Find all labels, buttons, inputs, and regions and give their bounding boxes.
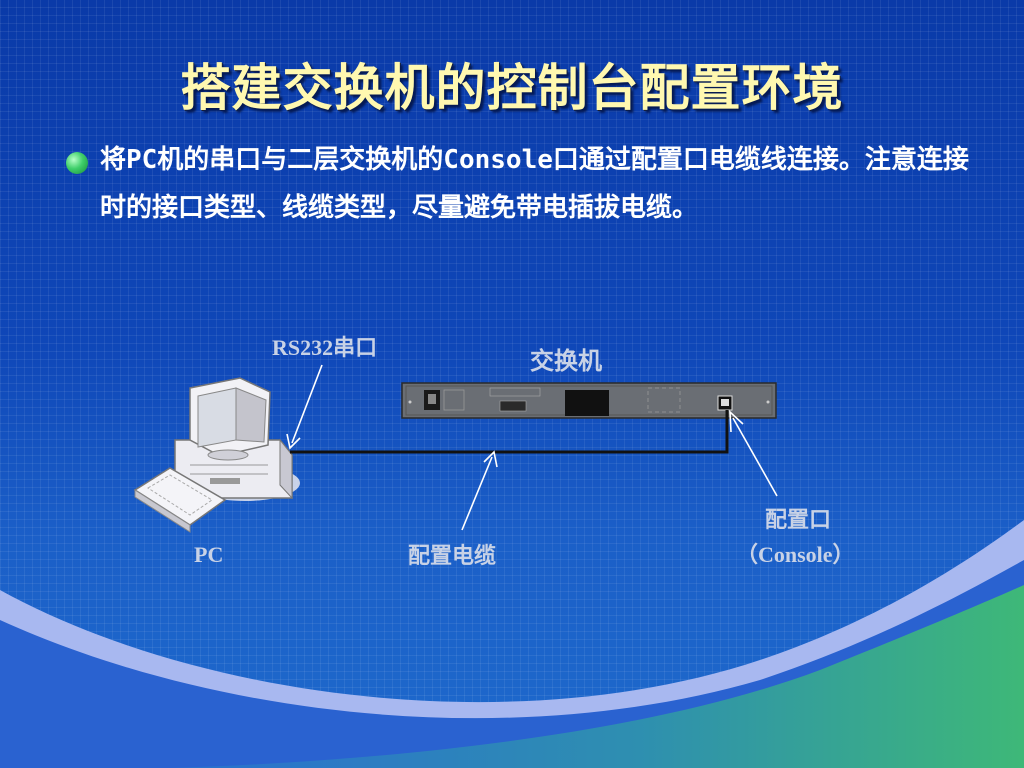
label-console: （Console） <box>736 542 855 567</box>
wave-green <box>170 585 1024 768</box>
label-pc: PC <box>194 542 223 567</box>
label-cable: 配置电缆 <box>408 543 496 568</box>
label-config-port: 配置口 <box>765 507 831 532</box>
computer-icon <box>174 377 300 501</box>
label-rs232: RS232串口 <box>272 335 377 360</box>
keyboard-icon <box>133 467 227 533</box>
slide-title: 搭建交换机的控制台配置环境 <box>180 59 844 117</box>
callout-arrows <box>286 364 778 531</box>
console-cable <box>290 410 729 454</box>
label-switch: 交换机 <box>530 347 602 375</box>
bullet-text: 将PC机的串口与二层交换机的Console口通过配置口电缆线连接。注意连接时的接… <box>100 145 969 223</box>
switch-device-icon <box>401 382 777 419</box>
bullet-dot-icon <box>66 152 88 174</box>
